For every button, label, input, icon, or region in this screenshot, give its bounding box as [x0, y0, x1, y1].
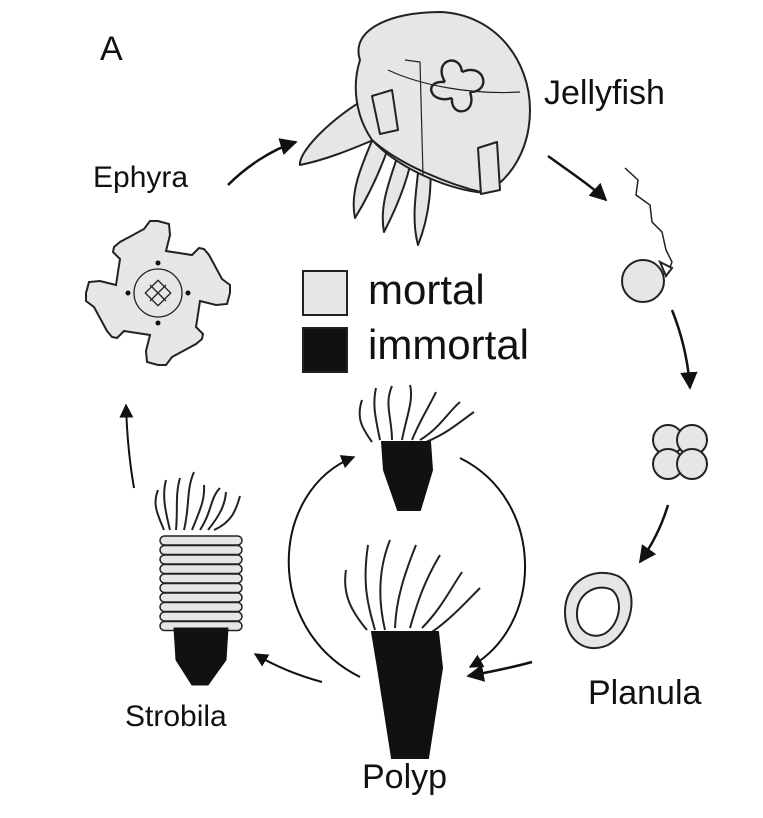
- ephyra-illustration: [85, 220, 231, 366]
- strobila-disc: [159, 535, 243, 546]
- arrow-strobila-to-ephyra: [119, 403, 135, 489]
- strobila-disc: [159, 592, 243, 603]
- stage-label-ephyra: Ephyra: [93, 161, 189, 194]
- legend-label-immortal: immortal: [368, 321, 530, 368]
- arrow-egg-to-cleavage: [670, 309, 698, 390]
- stage-label-strobila: Strobila: [125, 700, 227, 733]
- legend-label-mortal: mortal: [368, 266, 485, 313]
- egg-stages: [621, 167, 708, 480]
- arrow-polyp-to-strobila: [253, 653, 323, 683]
- planula-illustration: [563, 571, 633, 650]
- arrow-polyp-cycle-down: [459, 457, 526, 668]
- strobila-disc: [159, 544, 243, 556]
- arrow-cleavage-to-planula: [638, 504, 670, 564]
- stage-label-jellyfish: Jellyfish: [544, 74, 665, 112]
- arrow-ephyra-to-jellyfish: [227, 138, 298, 186]
- strobila-disc: [159, 563, 243, 575]
- strobila-disc: [159, 601, 243, 613]
- arrow-jellyfish-to-egg: [547, 154, 608, 202]
- strobila-disc: [159, 611, 243, 622]
- jellyfish-illustration: [299, 11, 531, 246]
- stage-label-planula: Planula: [588, 674, 702, 712]
- legend-swatch-immortal: [302, 327, 348, 373]
- strobila-disc: [159, 573, 243, 584]
- panel-label: A: [100, 30, 123, 68]
- strobila-disc: [159, 582, 243, 594]
- cycle-arrows: [119, 138, 698, 683]
- arrow-planula-to-polyp: [466, 660, 533, 682]
- arrow-polyp-cycle-up: [287, 455, 361, 678]
- strobila-disc: [159, 554, 243, 565]
- polyp-upper-illustration: [358, 384, 475, 511]
- polyp-main-illustration: [344, 539, 481, 759]
- stage-label-polyp: Polyp: [362, 758, 448, 796]
- legend-swatch-mortal: [302, 270, 348, 316]
- strobila-illustration: [154, 471, 243, 686]
